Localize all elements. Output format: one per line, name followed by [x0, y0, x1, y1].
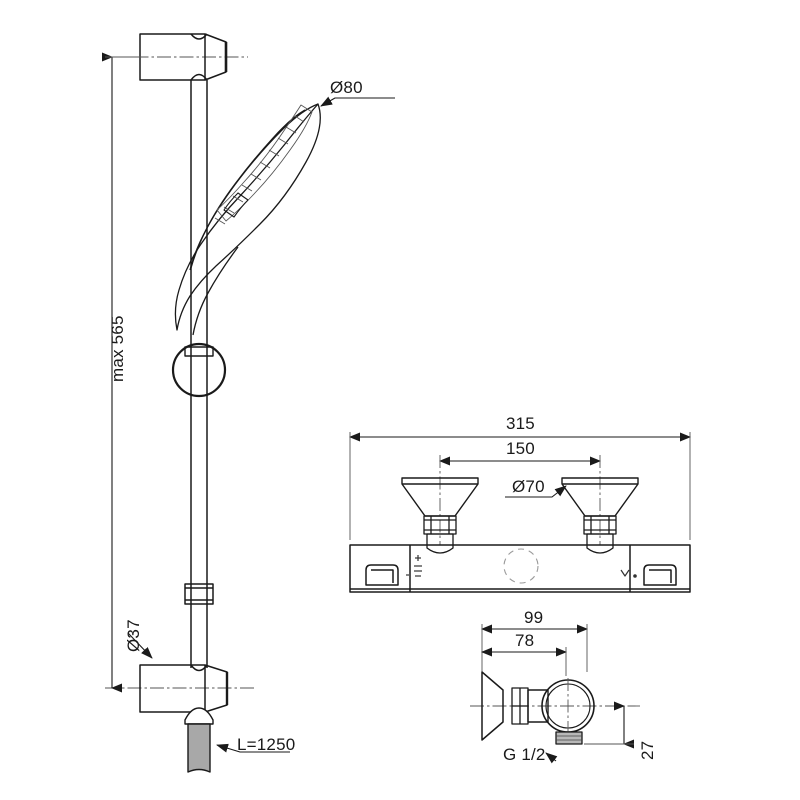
label-bracket-outlet-offset: 27 [638, 740, 657, 760]
outlet-thread [555, 731, 583, 745]
slider-holder [171, 342, 227, 398]
label-hose-length: L=1250 [237, 735, 296, 754]
right-inlet-hex-nut [583, 515, 617, 535]
outlet-circle [503, 548, 539, 584]
shower-head-button [223, 192, 249, 218]
leader-inlet-cone-dia [505, 485, 567, 498]
leader-shower-head-dia [320, 96, 395, 107]
rail-collar [184, 583, 214, 605]
shower-hose [187, 723, 211, 773]
mixer-body [349, 544, 691, 593]
hand-shower-head [174, 103, 321, 336]
label-bracket-overall-depth: 99 [524, 608, 544, 627]
left-inlet-hex-nut [423, 515, 457, 535]
label-rail-bracket-dia: Ø37 [124, 619, 143, 652]
flow-marking [620, 569, 637, 578]
label-mixer-inlet-cone-dia: Ø70 [512, 477, 545, 496]
label-bracket-flange-depth: 78 [515, 631, 535, 650]
inlet-centrelines [439, 455, 601, 545]
shower-head-spray-face [214, 104, 313, 225]
hose-cap [184, 707, 214, 725]
bracket-hex-nut [511, 687, 529, 725]
label-shower-head-dia: Ø80 [330, 78, 363, 97]
shower-rail [190, 80, 208, 668]
right-inlet-shank [586, 533, 614, 554]
left-inlet-shank [426, 533, 454, 554]
temperature-marking [406, 555, 422, 577]
label-bracket-thread: G 1/2 [503, 745, 546, 764]
left-lever-handle [365, 564, 399, 586]
bottom-rail-bracket [139, 664, 228, 713]
slider-holder-neck [184, 346, 214, 357]
leader-bracket-thread [545, 752, 558, 764]
leader-rail-bracket-dia [127, 632, 153, 659]
dim-ext-bracket-99 [481, 624, 588, 672]
right-lever-handle [643, 564, 677, 586]
label-mixer-inlet-centres: 150 [506, 439, 535, 458]
label-rail-max-height: max 565 [108, 315, 127, 382]
label-mixer-overall-width: 315 [506, 414, 535, 433]
dim-ext-mixer-overall [349, 432, 691, 540]
leader-hose-length [216, 743, 290, 753]
wall-flange [481, 671, 504, 741]
outlet-thread-lines [556, 735, 582, 741]
